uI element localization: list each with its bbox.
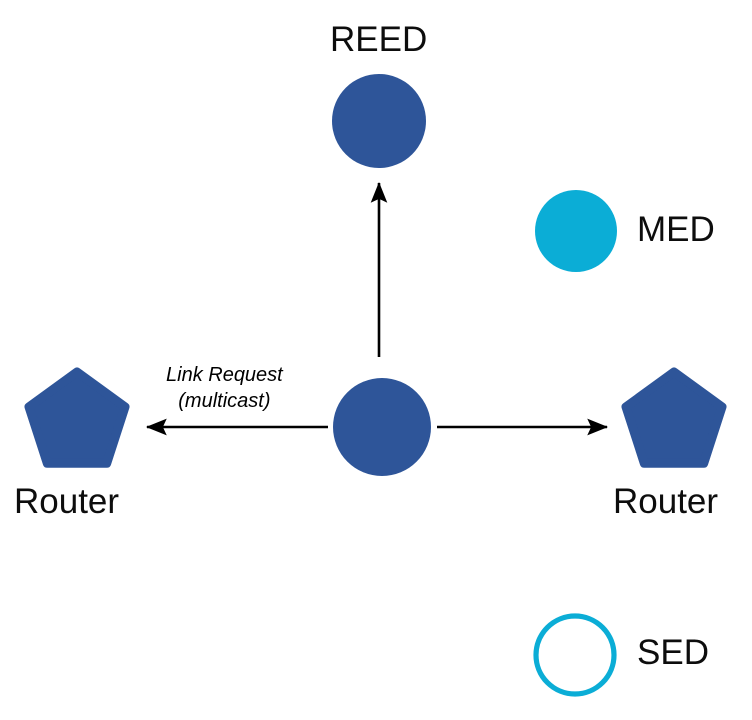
- node-reed-shape[interactable]: [332, 74, 426, 168]
- node-med-shape[interactable]: [535, 190, 617, 272]
- edges-group: [145, 181, 609, 436]
- edge-label-line-1: Link Request: [166, 364, 283, 386]
- nodes-group: [24, 74, 727, 697]
- node-router-left-shape[interactable]: [24, 367, 130, 468]
- node-label-router-right: Router: [613, 482, 719, 521]
- node-source-shape[interactable]: [333, 378, 431, 476]
- node-label-router-left: Router: [14, 482, 120, 521]
- node-label-med: MED: [637, 210, 715, 249]
- node-label-reed: REED: [330, 20, 428, 59]
- node-sed-shape[interactable]: [533, 613, 617, 697]
- node-router-right-shape[interactable]: [621, 367, 727, 468]
- edge-label-link-request: Link Request (multicast): [166, 362, 283, 415]
- edge-label-line-2: (multicast): [178, 390, 271, 413]
- node-label-sed: SED: [637, 633, 709, 672]
